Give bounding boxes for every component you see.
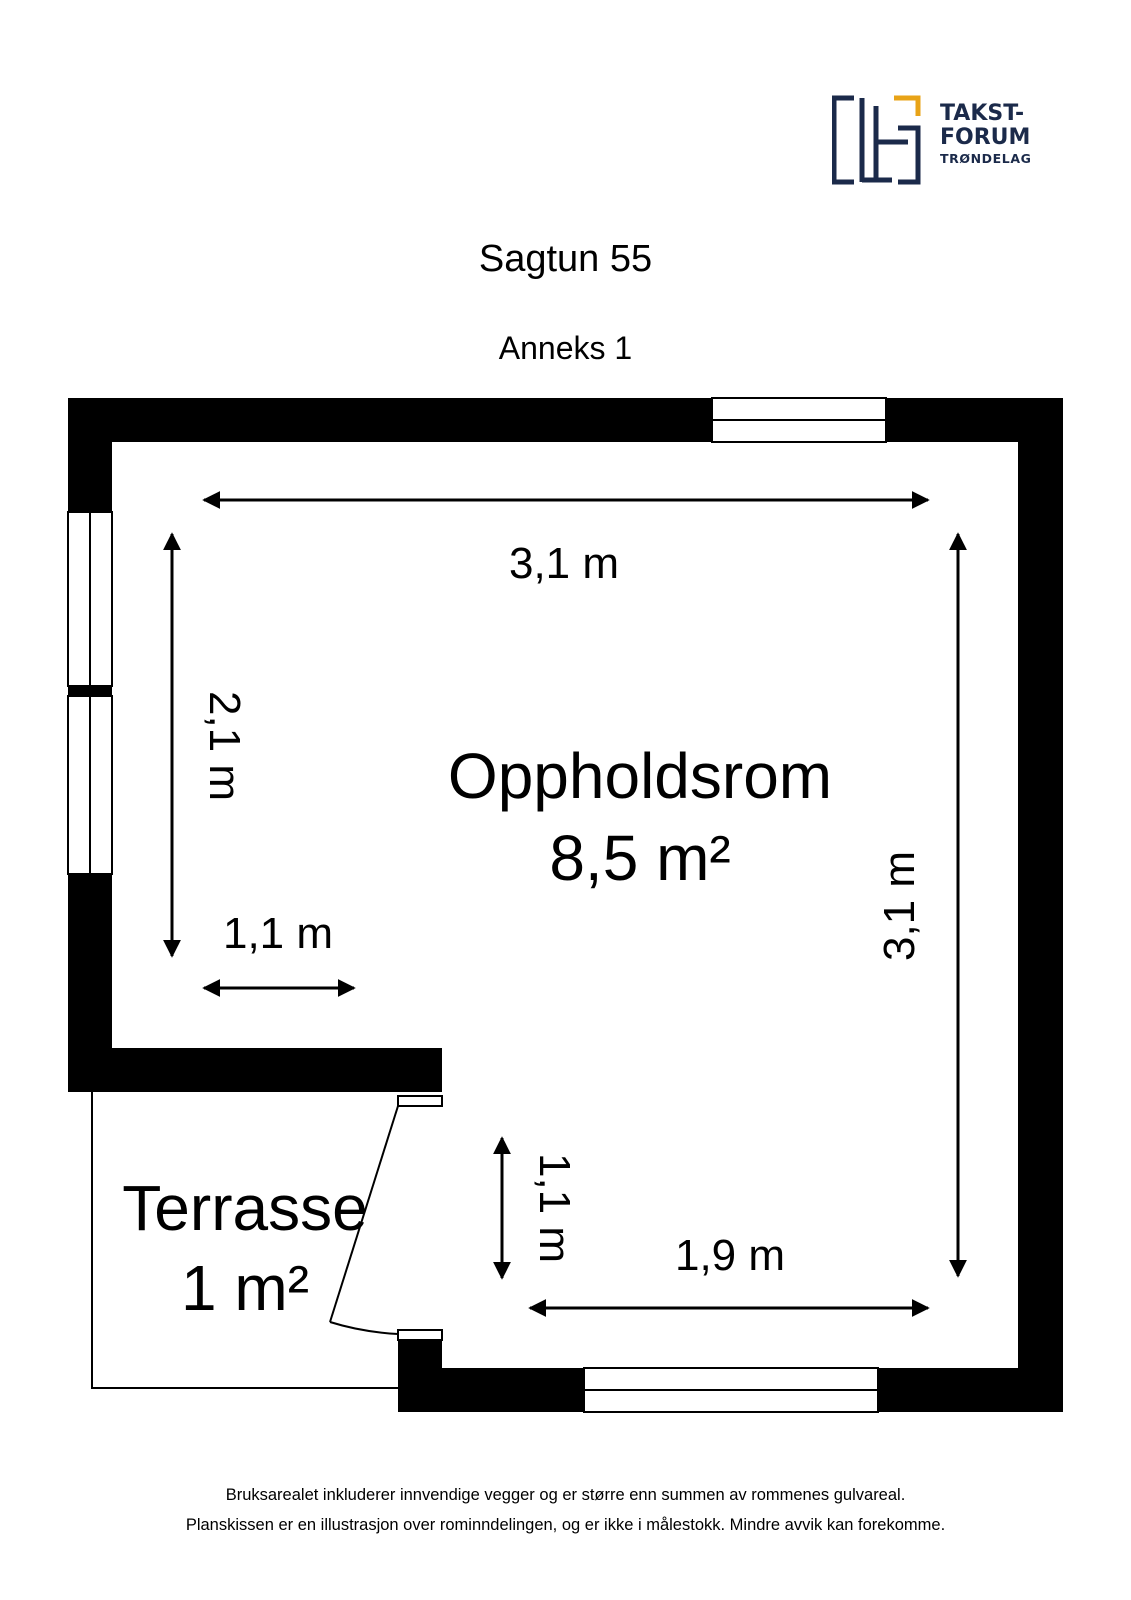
footer-note-2: Planskissen er en illustrasjon over romi… [185,1516,946,1534]
dim-label-top: 3,1 m [509,539,619,588]
dim-label-bottom: 1,9 m [675,1231,785,1280]
dim-label-left: 2,1 m [200,691,249,801]
dim-label-right: 3,1 m [875,851,924,961]
property-title: Sagtun 55 [478,238,653,280]
footer-note-1: Bruksarealet inkluderer innvendige vegge… [225,1486,906,1504]
window-left [67,511,113,875]
dim-label-door: 1,1 m [530,1153,579,1263]
room-name-main: Oppholdsrom [448,740,832,812]
takstforum-logo: TAKST- FORUM TRØNDELAG [831,94,1052,186]
logo-mark-icon [831,95,921,185]
logo-line-1: TAKST- [940,101,1025,126]
room-name-terrace: Terrasse [122,1172,367,1244]
window-top [711,397,887,443]
dim-label-step: 1,1 m [223,909,333,958]
window-bottom [583,1367,879,1413]
room-area-terrace: 1 m² [181,1252,309,1324]
terrace-outline [91,1092,398,1389]
logo-line-2: FORUM [940,125,1031,150]
logo-line-3: TRØNDELAG [940,151,1032,166]
room-area-main: 8,5 m² [549,822,730,894]
floor-subtitle: Anneks 1 [498,330,633,366]
door-opening [329,1092,443,1341]
